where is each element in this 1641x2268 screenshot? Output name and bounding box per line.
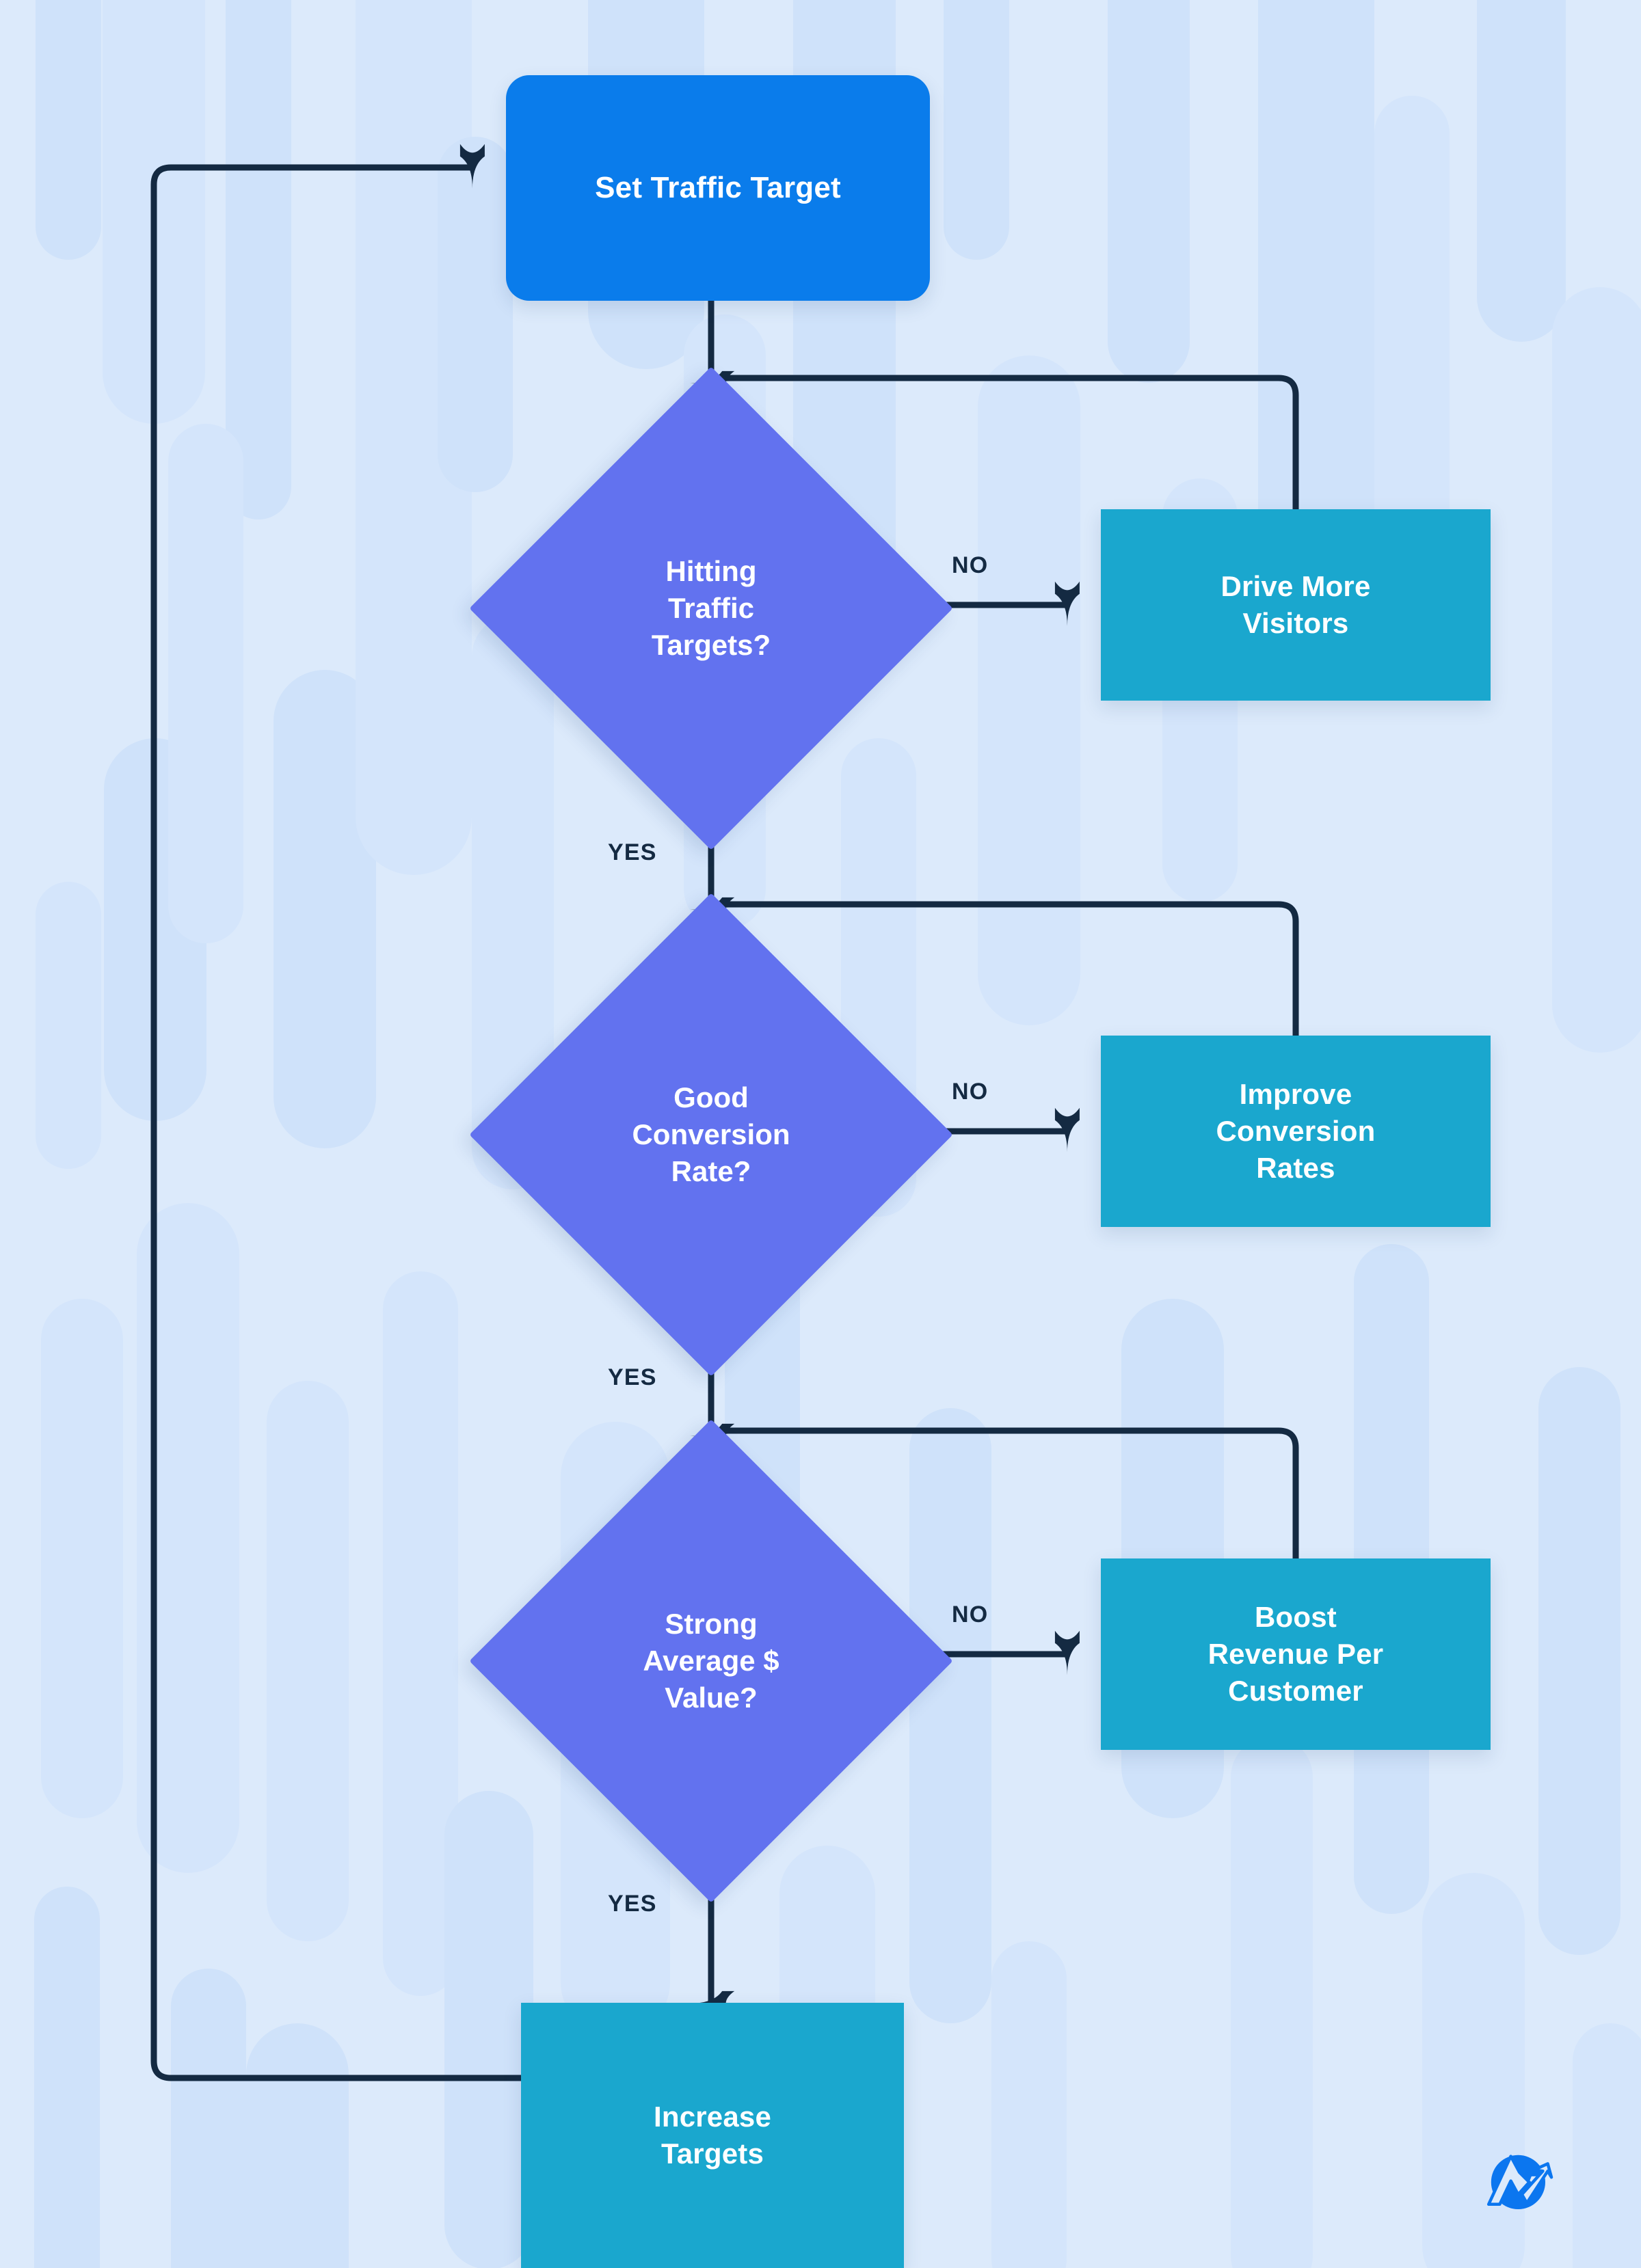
node-label-line-3: Rate?	[671, 1155, 751, 1187]
node-drive-more-visitors[interactable]: Drive More Visitors	[1101, 509, 1491, 701]
node-label-line-3: Customer	[1228, 1674, 1363, 1707]
node-label-block: Good Conversion Rate?	[540, 964, 882, 1306]
node-label-line-3: Value?	[665, 1681, 758, 1714]
node-label-line-2: Average $	[643, 1645, 779, 1677]
node-label-block: Hitting Traffic Targets?	[540, 437, 882, 779]
node-label-block: Strong Average $ Value?	[540, 1490, 882, 1832]
node-label-line-1: Improve	[1239, 1078, 1352, 1111]
node-improve-conversion-rates[interactable]: Improve Conversion Rates	[1101, 1036, 1491, 1227]
edge-label-no-1: NO	[952, 552, 989, 578]
node-label-line-2: Conversion	[1216, 1115, 1376, 1148]
edge-label-yes-2: YES	[608, 1364, 657, 1390]
edge-label-yes-1: YES	[608, 839, 657, 865]
node-set-traffic-target[interactable]: Set Traffic Target	[506, 75, 930, 301]
node-label-line-1: Drive More	[1220, 570, 1371, 603]
node-label-line-1: Increase	[653, 2101, 772, 2133]
node-good-conversion-rate[interactable]: Good Conversion Rate?	[469, 893, 953, 1377]
node-label-line-2: Targets	[661, 2137, 764, 2170]
node-label: Set Traffic Target	[595, 171, 841, 204]
node-label-line-1: Good	[673, 1081, 749, 1114]
node-strong-average-value[interactable]: Strong Average $ Value?	[469, 1419, 953, 1903]
node-label-line-1: Hitting	[665, 555, 757, 588]
node-label-line-2: Traffic	[667, 592, 755, 625]
node-increase-targets[interactable]: Increase Targets	[521, 2003, 904, 2268]
edge-label-no-3: NO	[952, 1602, 989, 1628]
edge-end-to-start	[150, 144, 521, 2081]
node-label-line-3: Rates	[1256, 1151, 1335, 1184]
node-label-line-2: Conversion	[632, 1118, 790, 1151]
logo-up-arrow-icon	[1520, 2162, 1553, 2205]
edge-label-yes-3: YES	[608, 1891, 657, 1917]
node-label-line-3: Targets?	[651, 628, 771, 661]
ascend-arrow-logo	[1486, 2155, 1553, 2209]
node-boost-revenue-per-customer[interactable]: Boost Revenue Per Customer	[1101, 1558, 1491, 1750]
node-hitting-traffic-targets[interactable]: Hitting Traffic Targets?	[469, 366, 953, 850]
node-label-line-1: Strong	[665, 1608, 758, 1641]
edge-label-no-2: NO	[952, 1079, 989, 1105]
node-label-line-2: Revenue Per	[1208, 1638, 1384, 1671]
node-label-line-1: Boost	[1254, 1601, 1337, 1634]
node-label-line-2: Visitors	[1242, 607, 1349, 639]
